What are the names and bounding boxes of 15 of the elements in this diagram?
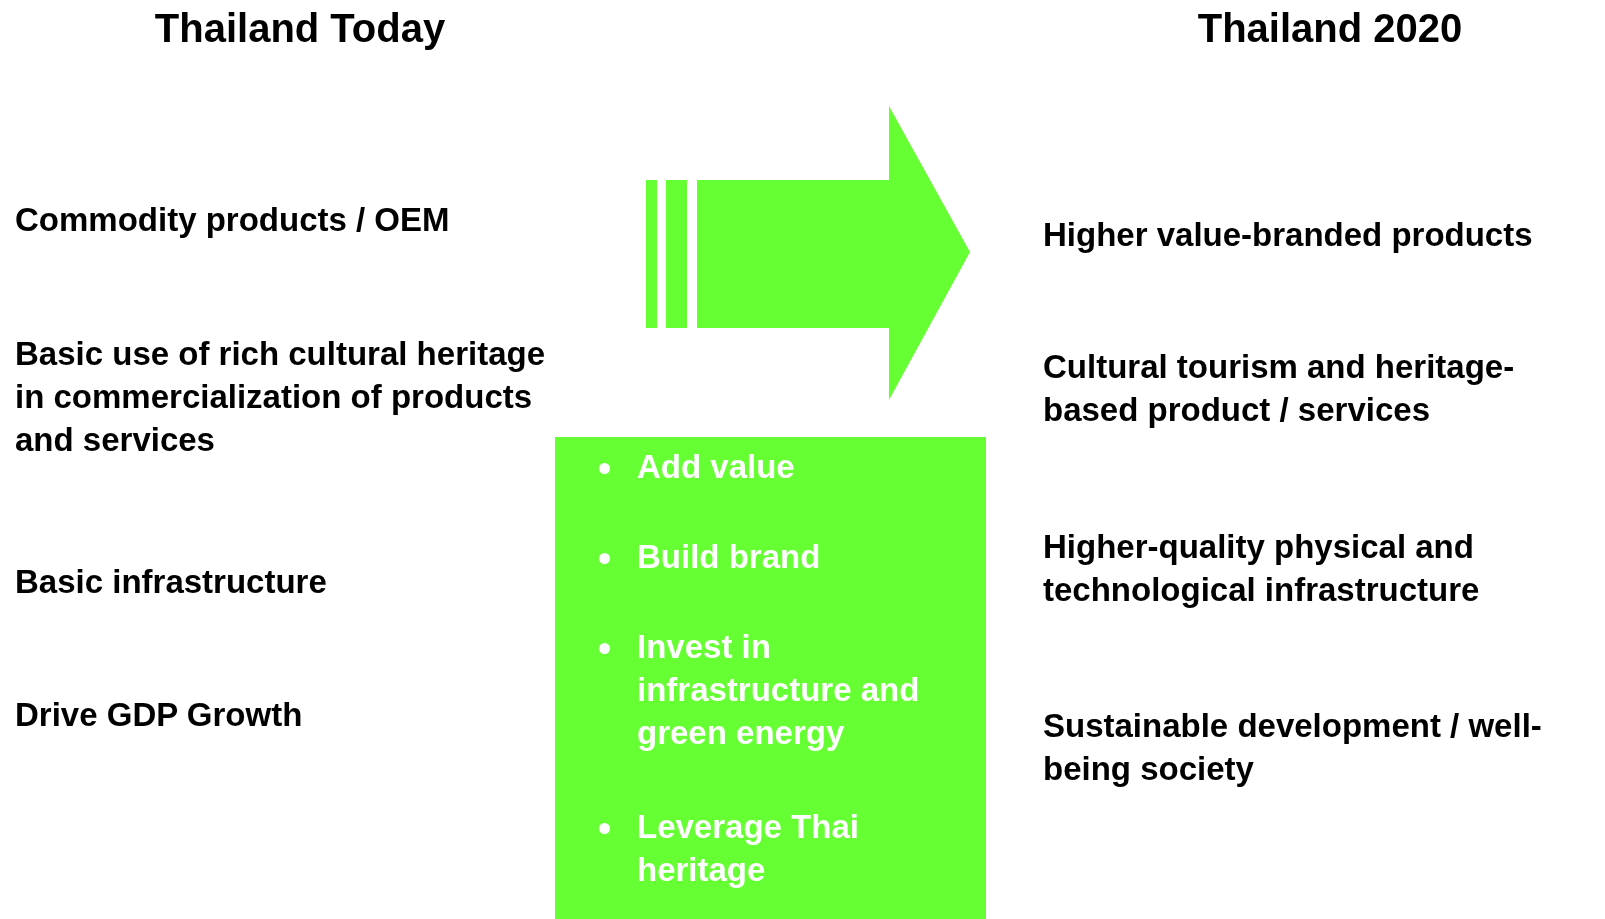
statement-text: Higher-quality physical and technological infrastructure: [1043, 527, 1481, 610]
statement-text: Drive GDP Growth: [15, 695, 304, 735]
strategy-item: Leverage Thai heritage: [637, 807, 860, 890]
statement-text: Basic infrastructure: [15, 562, 328, 602]
statement-text: Higher value-branded products: [1043, 215, 1534, 255]
statement-text: Basic use of rich cultural heritage in commercialization of products and services: [15, 334, 546, 460]
column-heading: Thailand Today: [153, 5, 447, 52]
strategy-item: Add value: [637, 447, 795, 487]
statement-text: Sustainable development / well-being society: [1043, 706, 1543, 789]
column-heading: Thailand 2020: [1196, 5, 1464, 52]
strategy-item: Invest in infrastructure and green energy: [637, 627, 921, 753]
strategy-item: Build brand: [637, 537, 821, 577]
statement-text: Commodity products / OEM: [15, 200, 451, 240]
statement-text: Cultural tourism and heritage-based product / services: [1043, 347, 1516, 430]
strategy-panel: [555, 437, 986, 919]
